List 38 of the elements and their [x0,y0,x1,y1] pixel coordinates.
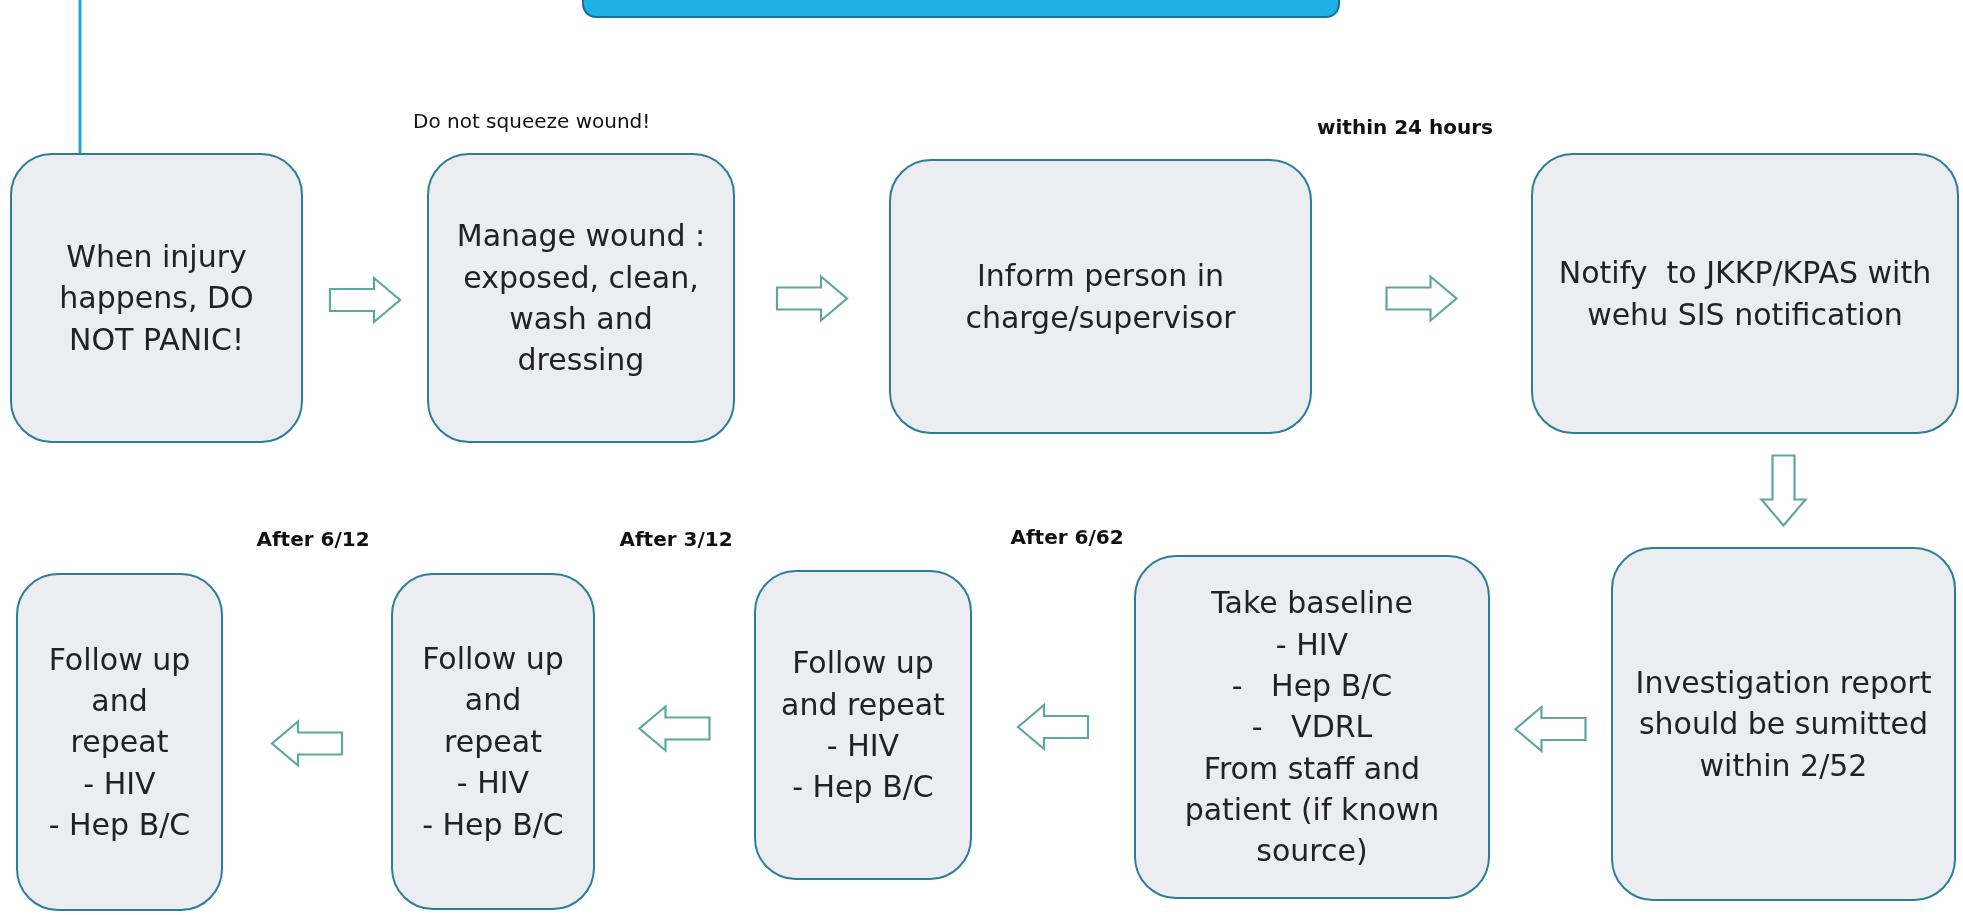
block-arrow [1759,454,1808,528]
node-text: Manage wound : exposed, clean, wash and dressing [455,217,707,380]
node-text: - Hep B/C [792,768,934,807]
process-box [889,159,1312,434]
block-arrow [637,704,711,753]
node-text: - VDRL [1251,708,1373,747]
process-box [16,573,223,911]
node-text: - HIV [456,764,530,803]
process-box [754,570,972,880]
process-box [427,153,735,443]
block-arrow [1385,274,1459,323]
process-box [1134,555,1490,899]
process-box [1611,547,1956,901]
block-arrow [328,275,402,325]
process-box [391,573,595,910]
node-text: Follow up and repeat [780,644,946,724]
node-text: - Hep B/C [1231,666,1393,705]
block-arrow [270,719,344,768]
node-text: - HIV [826,727,900,765]
block-arrow [1016,702,1090,752]
node-text: Take baseline [1211,584,1413,623]
node-text: - Hep B/C [48,806,191,845]
connector-line [78,0,82,153]
node-text: From staff and patient (if known source) [1183,749,1441,871]
node-text: Follow up and repeat [47,640,192,762]
node-text: Follow up and repeat [421,640,565,761]
node-text: Notify to JKKP/KPAS with wehu SIS notification [1557,254,1933,334]
block-arrow [1513,704,1587,754]
node-text: When injury happens, DO NOT PANIC! [58,237,255,359]
node-text: Investigation report should be sumitted within 2/52 [1635,663,1932,785]
node-text: - HIV [1275,625,1349,664]
node-text: - HIV [83,764,156,803]
process-box [10,153,303,443]
block-arrow [775,274,849,323]
process-box [1531,153,1959,434]
note-text: Do not squeeze wound! [413,109,651,133]
node-text: Inform person in charge/supervisor [964,257,1237,337]
node-text: - Hep B/C [422,805,564,844]
